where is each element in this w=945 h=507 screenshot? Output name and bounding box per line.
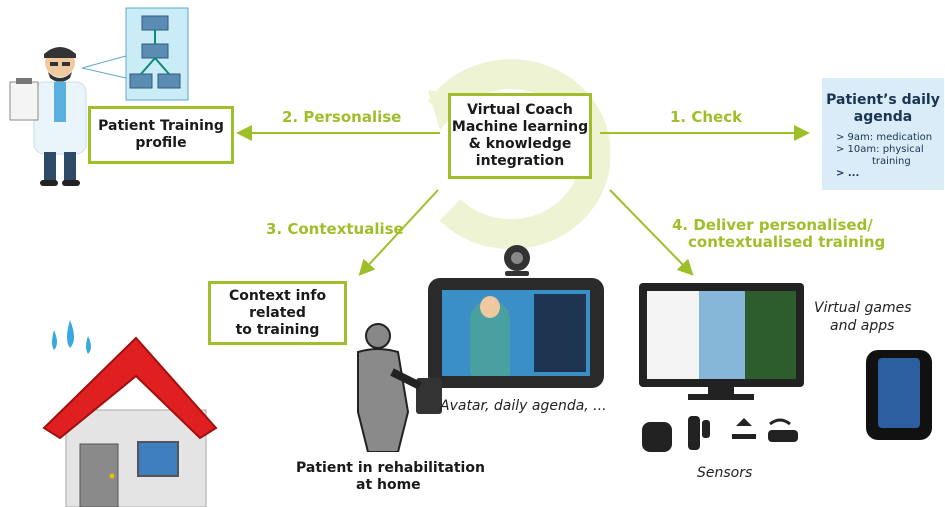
step-check: 1. Check [670, 108, 743, 126]
house-icon [42, 320, 218, 507]
apps-panel [745, 291, 796, 379]
agenda-item: training [872, 156, 911, 167]
sensors-icons [642, 416, 798, 452]
avatar-head [480, 296, 500, 318]
games-caption-1: Virtual games [814, 300, 912, 316]
monitor-stand [708, 387, 734, 395]
agenda-item: > ... [836, 168, 860, 179]
avatar-caption: Avatar, daily agenda, ... [440, 398, 607, 414]
arrow-deliver [609, 189, 694, 276]
game-panel [699, 291, 745, 379]
training-monitor [639, 283, 804, 387]
coach-line-3: & knowledge [468, 136, 572, 152]
coach-line-1: Virtual Coach [467, 102, 573, 118]
context-line-1: Context info [228, 287, 327, 304]
doctor-icon [9, 47, 87, 186]
games-caption-2: and apps [830, 318, 895, 334]
patient-icon [357, 323, 442, 452]
profile-line-2: profile [135, 135, 187, 151]
context-info-box: Context info related to training [208, 281, 347, 345]
patient-caption-2: at home [356, 477, 421, 493]
sensors-caption: Sensors [697, 465, 753, 481]
avatar-tablet [428, 278, 604, 388]
step-deliver-1: 4. Deliver personalised/ [672, 216, 873, 234]
patient-caption-1: Patient in rehabilitation [296, 460, 485, 476]
step-personalise: 2. Personalise [282, 108, 402, 126]
device-screen [878, 358, 920, 428]
step-contextualise: 3. Contextualise [266, 220, 404, 238]
profile-line-1: Patient Training [98, 118, 224, 134]
monitor-base [688, 394, 754, 400]
agenda-item: > 10am: physical [836, 144, 924, 155]
context-line-3: to training [235, 321, 320, 338]
context-line-2: related [249, 304, 306, 321]
agenda-title-2: agenda [853, 109, 913, 125]
webcam-icon [504, 245, 530, 276]
arrow-contextualise [358, 189, 439, 276]
step-deliver-2: contextualised training [688, 233, 886, 251]
daily-agenda-card: Patient’s daily agenda > 9am: medication… [822, 78, 944, 190]
monitor-screen [647, 291, 796, 379]
flowchart-bubble-icon [82, 7, 189, 101]
agenda-title-1: Patient’s daily [826, 92, 940, 108]
avatar-screen [442, 290, 590, 376]
virtual-coach-box: Virtual Coach Machine learning & knowled… [448, 93, 592, 179]
coach-line-2: Machine learning [451, 119, 589, 135]
agenda-item: > 9am: medication [836, 132, 933, 143]
patient-training-profile-box: Patient Training profile [88, 106, 234, 164]
agenda-panel [534, 294, 586, 372]
coach-line-4: integration [475, 153, 565, 169]
wearable-device [866, 350, 932, 440]
